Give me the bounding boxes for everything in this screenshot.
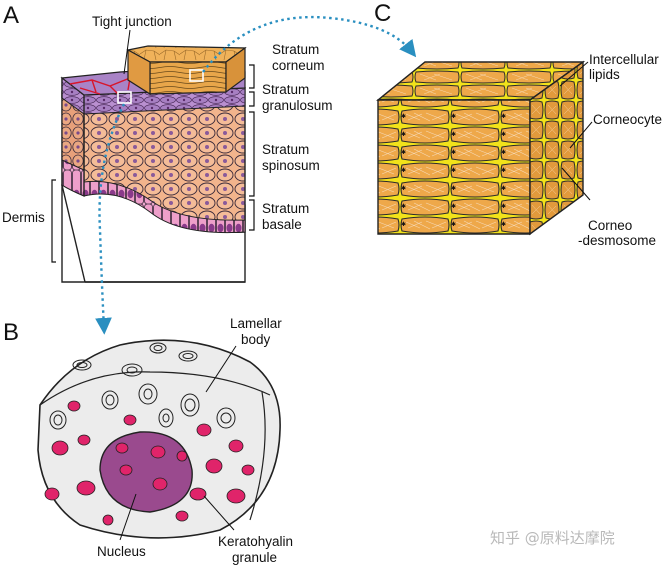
panel-b-letter: B: [3, 319, 19, 346]
arrow-to-panel-c: [202, 15, 417, 73]
keratohyalin-granule: [175, 510, 189, 522]
lamellar-body-leader: [205, 345, 237, 393]
lamellar-body: [158, 408, 174, 428]
granulosum-inset-marker: [117, 91, 132, 104]
stratum-corneum-block: [126, 45, 247, 96]
watermark: 知乎 @原料达摩院: [490, 529, 615, 547]
panel-a: A Tight: [2, 2, 333, 283]
corneum-inset-marker: [189, 69, 204, 82]
keratohyalin-granule: [150, 445, 166, 459]
keratohyalin-granule: [176, 450, 188, 462]
keratohyalin-granule: [205, 458, 223, 474]
lamellar-body-label-2: body: [241, 332, 271, 347]
lamellar-body: [101, 390, 119, 410]
tight-junction-label: Tight junction: [92, 14, 172, 29]
nucleus-leader: [119, 493, 137, 541]
stratum-corneum-label-2: corneum: [272, 58, 325, 73]
keratohyalin-granule: [119, 464, 133, 476]
intercellular-lipids-leader: [559, 61, 589, 87]
arrow-to-panel-b: [95, 103, 126, 335]
keratohyalin-granule: [51, 440, 69, 456]
keratohyalin-granule: [226, 488, 246, 504]
keratohyalin-granule: [76, 480, 96, 496]
lamellar-body: [138, 383, 158, 405]
keratohyalin-granule: [123, 414, 137, 426]
lamellar-body: [72, 359, 92, 371]
stratum-granulosum-label-1: Stratum: [262, 82, 309, 97]
keratohyalin-label-1: Keratohyalin: [218, 534, 293, 549]
panel-c: C Intercellular lipids Corneocyte Corneo…: [374, 0, 662, 248]
keratohyalin-granule: [77, 434, 91, 446]
panel-a-letter: A: [3, 2, 19, 29]
layer-brackets: [51, 64, 255, 263]
keratohyalin-granule: [196, 423, 212, 437]
stratum-spinosum-label-1: Stratum: [262, 142, 309, 157]
keratohyalin-granule: [67, 400, 81, 412]
corneodesmosome-leader: [561, 167, 591, 201]
granular-cell-top: [39, 371, 271, 406]
keratohyalin-granule: [102, 514, 114, 526]
panel-c-letter: C: [374, 0, 391, 27]
intercellular-lipids-label-1: Intercellular: [589, 52, 659, 67]
corneocyte-leader: [569, 121, 593, 149]
stratum-corneum-label-1: Stratum: [272, 42, 319, 57]
keratohyalin-granule: [189, 487, 207, 501]
keratohyalin-granule: [228, 439, 244, 453]
corneum-cube-side: [529, 60, 584, 236]
stratum-granulosum-label-2: granulosum: [262, 98, 333, 113]
lamellar-body: [121, 363, 143, 377]
nucleus-label: Nucleus: [97, 544, 146, 559]
corneocyte-label: Corneocyte: [593, 112, 662, 127]
lamellar-body: [180, 393, 200, 417]
keratohyalin-granule: [152, 477, 168, 491]
intercellular-lipids-label-2: lipids: [589, 67, 620, 82]
lamellar-body: [49, 410, 67, 430]
stratum-basale-label-1: Stratum: [262, 201, 309, 216]
lamellar-body: [178, 350, 198, 362]
tight-junction-leader: [123, 29, 131, 75]
lamellar-body: [216, 407, 236, 429]
keratohyalin-granule: [241, 464, 255, 476]
keratohyalin-leader: [203, 495, 235, 531]
stratum-basale-front: [83, 180, 246, 234]
nucleus: [99, 431, 193, 513]
keratohyalin-granule: [115, 442, 129, 454]
stratum-basale-label-2: basale: [262, 217, 302, 232]
lamellar-body: [149, 342, 167, 354]
lamellar-body-label-1: Lamellar: [230, 316, 282, 331]
lamellar-bodies: [49, 342, 236, 430]
corneum-cube-front: [377, 99, 531, 235]
stratum-spinosum-label-2: spinosum: [262, 158, 320, 173]
keratohyalin-granules: [44, 400, 255, 526]
keratohyalin-label-2: granule: [232, 550, 277, 565]
granular-cell-edge: [249, 391, 266, 521]
panel-b: B: [3, 316, 293, 565]
corneodesmosome-label-1: Corneo: [588, 218, 632, 233]
corneodesmosome-label-2: -desmosome: [578, 233, 656, 248]
dermis-label: Dermis: [2, 210, 45, 225]
keratohyalin-granule: [44, 487, 60, 501]
